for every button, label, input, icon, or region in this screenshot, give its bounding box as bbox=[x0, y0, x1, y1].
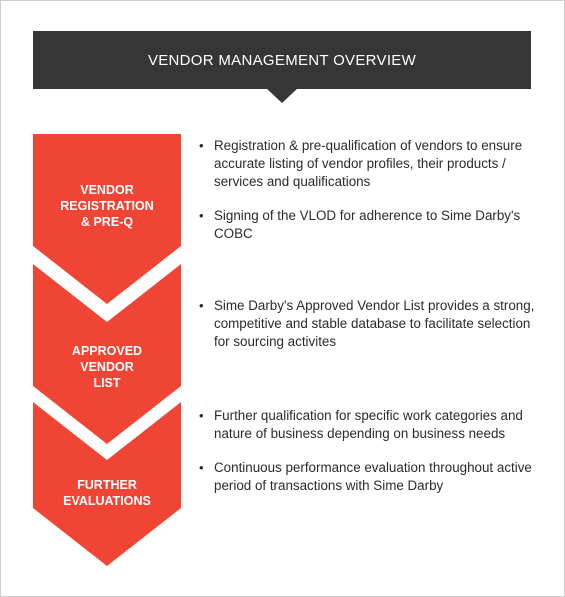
stage-label-evaluations: FURTHER EVALUATIONS bbox=[33, 477, 181, 509]
stage-label-line: LIST bbox=[93, 376, 121, 390]
stage-bullets-evaluations: Further qualification for specific work … bbox=[197, 407, 542, 511]
stage-label-line: VENDOR bbox=[80, 360, 134, 374]
stage-chevron-approved bbox=[33, 264, 181, 444]
stage-chevron-evaluations bbox=[33, 402, 181, 566]
stage-bullets-approved: Sime Darby's Approved Vendor List provid… bbox=[197, 297, 542, 367]
stage-label-registration: VENDOR REGISTRATION & PRE-Q bbox=[33, 182, 181, 230]
bullet-item: Signing of the VLOD for adherence to Sim… bbox=[197, 207, 542, 243]
stage-label-line: REGISTRATION bbox=[60, 199, 154, 213]
stage-label-line: EVALUATIONS bbox=[63, 494, 151, 508]
stage-label-line: VENDOR bbox=[80, 183, 134, 197]
stage-chevron-registration bbox=[33, 134, 181, 304]
stage-label-line: FURTHER bbox=[77, 478, 137, 492]
page-title: VENDOR MANAGEMENT OVERVIEW bbox=[147, 51, 417, 69]
bullet-item: Sime Darby's Approved Vendor List provid… bbox=[197, 297, 542, 351]
stage-bullets-registration: Registration & pre-qualification of vend… bbox=[197, 137, 542, 259]
header-banner: VENDOR MANAGEMENT OVERVIEW bbox=[33, 31, 531, 89]
bullet-item: Further qualification for specific work … bbox=[197, 407, 542, 443]
bullet-item: Registration & pre-qualification of vend… bbox=[197, 137, 542, 191]
bullet-item: Continuous performance evaluation throug… bbox=[197, 459, 542, 495]
header-pointer-arrow bbox=[266, 88, 298, 103]
stage-label-line: APPROVED bbox=[71, 344, 143, 358]
stage-label-approved: APPROVED VENDOR LIST bbox=[33, 343, 181, 391]
stage-label-line: & PRE-Q bbox=[80, 215, 134, 229]
